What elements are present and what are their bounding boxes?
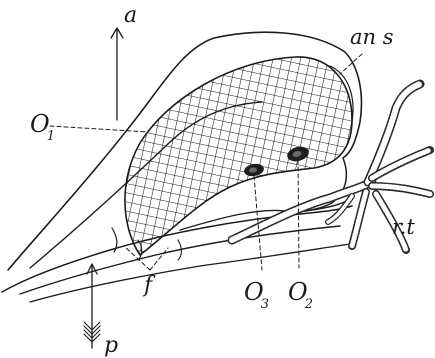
arrow-a bbox=[111, 28, 123, 120]
label-p: p bbox=[104, 333, 118, 358]
label-f: f bbox=[142, 273, 156, 298]
leader-ans bbox=[340, 54, 362, 74]
arrow-p bbox=[84, 264, 100, 348]
label-rt: r.t bbox=[392, 215, 415, 239]
label-ans: an s bbox=[350, 25, 394, 49]
label-a: a bbox=[124, 3, 137, 28]
label-o3: O3 bbox=[244, 278, 269, 312]
label-o2: O2 bbox=[288, 278, 313, 312]
leader-o1 bbox=[50, 126, 148, 132]
label-o1: O1 bbox=[30, 110, 55, 144]
